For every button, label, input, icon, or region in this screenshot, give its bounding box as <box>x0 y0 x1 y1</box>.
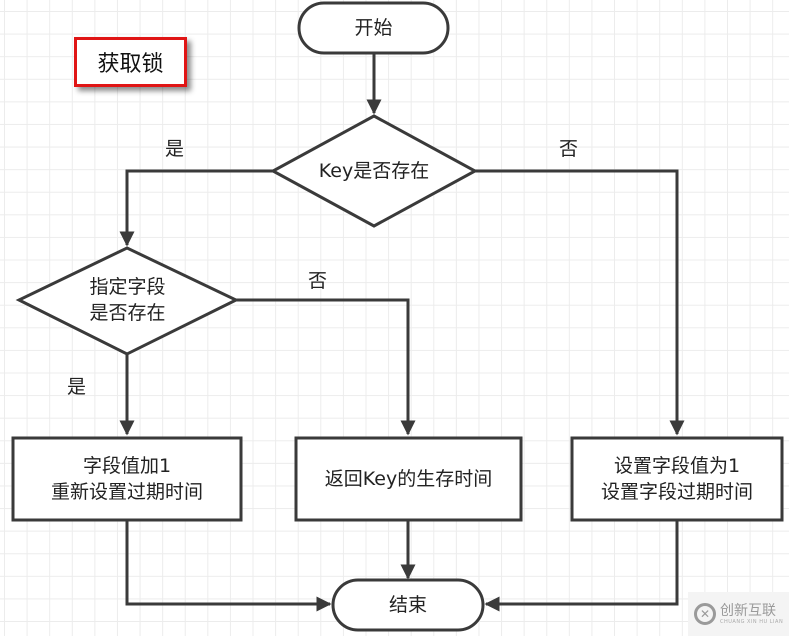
edge-set-to-end <box>484 520 679 612</box>
end-node <box>331 578 485 632</box>
decision-field-line1: 指定字段 <box>89 276 166 298</box>
box-set-line1: 设置字段值为1 <box>613 455 741 477</box>
decision-key-exists <box>269 114 479 228</box>
edge-label-field-yes: 是 <box>67 376 87 398</box>
decision-field-label: 指定字段 是否存在 <box>19 272 236 328</box>
edge-label-key-yes: 是 <box>165 138 185 160</box>
box-increment-line1: 字段值加1 <box>82 455 172 477</box>
box-set-field-label: 设置字段值为1 设置字段过期时间 <box>572 438 782 520</box>
watermark-subtitle: CHUANG XIN HU LIAN <box>720 619 784 625</box>
box-increment-label: 字段值加1 重新设置过期时间 <box>13 438 241 520</box>
box-increment <box>11 436 243 522</box>
box-return-ttl <box>294 436 523 522</box>
watermark-name: 创新互联 <box>720 603 776 619</box>
box-set-line2: 设置字段过期时间 <box>600 481 753 503</box>
watermark-logo-icon: ✕ <box>694 603 716 625</box>
end-node-label: 结束 <box>388 594 427 616</box>
box-increment-line2: 重新设置过期时间 <box>50 481 203 503</box>
watermark: ✕ 创新互联 CHUANG XIN HU LIAN <box>688 592 789 636</box>
edge-key-no <box>475 169 685 436</box>
decision-key-label: Key是否存在 <box>318 160 430 182</box>
edge-label-key-no: 否 <box>559 138 579 160</box>
box-return-ttl-label: 返回Key的生存时间 <box>324 468 493 490</box>
edge-field-no <box>236 298 416 436</box>
title-label: 获取锁 <box>74 37 187 87</box>
edge-increment-to-end <box>125 520 332 612</box>
edge-key-yes <box>119 169 273 247</box>
start-node <box>297 1 450 55</box>
edge-label-field-no: 否 <box>308 270 328 292</box>
start-node-label: 开始 <box>354 17 393 39</box>
decision-field-exists <box>15 246 240 356</box>
box-set-field <box>570 436 784 522</box>
decision-field-line2: 是否存在 <box>89 302 166 324</box>
